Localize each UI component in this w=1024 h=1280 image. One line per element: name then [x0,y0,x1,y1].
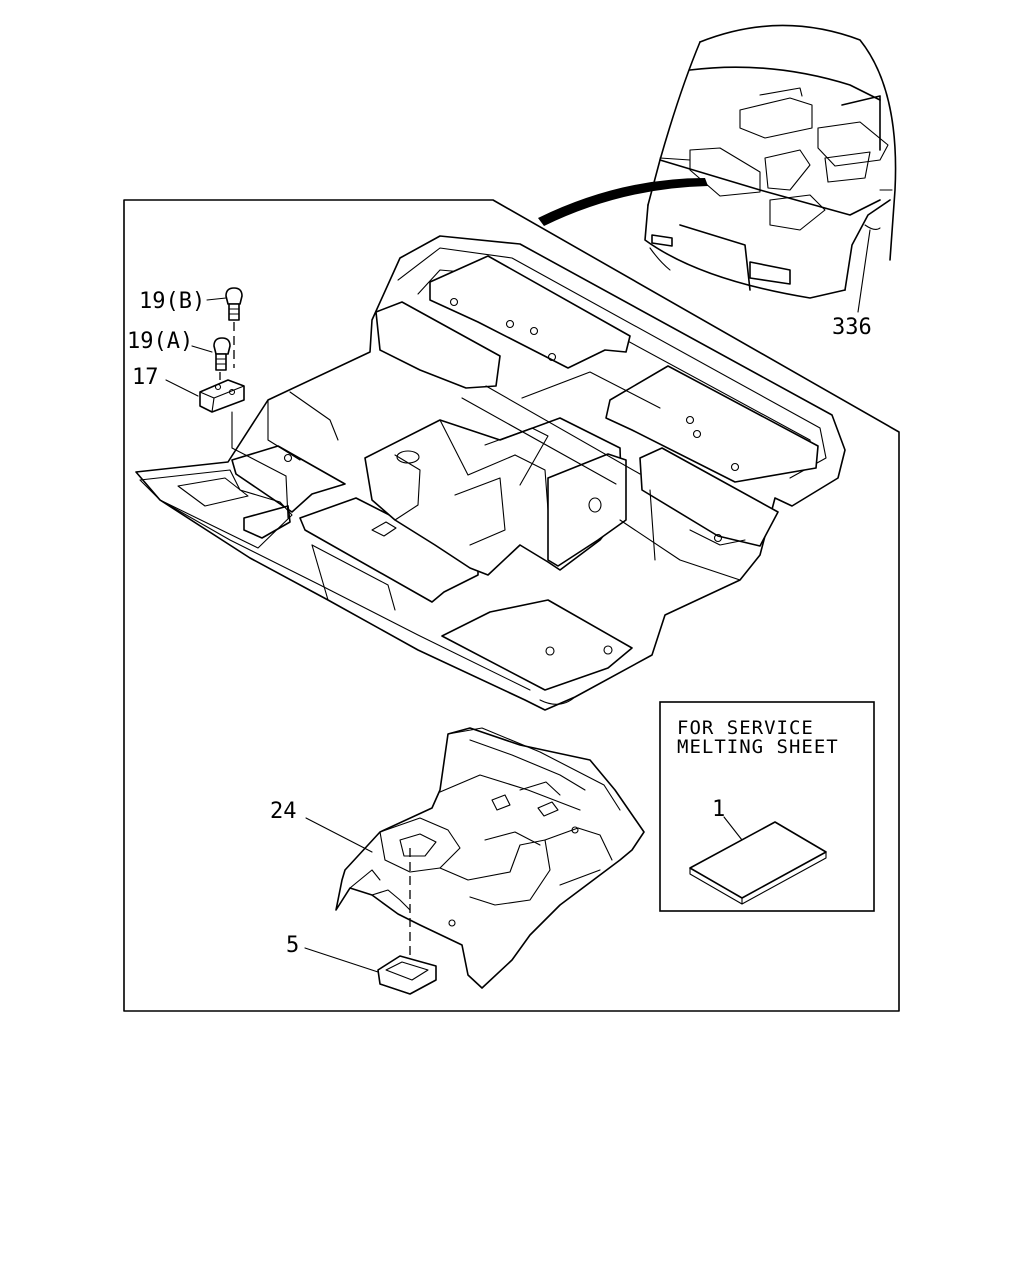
leader-19a [191,345,213,353]
callout-336: 336 [832,315,872,340]
callout-17: 17 [132,365,159,390]
callout-19a: 19(A) [127,329,193,354]
callout-24: 24 [270,799,297,824]
melting-sheet-icon [689,821,827,905]
leader-336 [857,229,871,313]
leader-24 [305,817,373,853]
floor-section-24 [335,727,645,989]
leader-1 [723,816,743,841]
callout-5: 5 [286,933,299,958]
leader-17 [165,379,199,397]
location-arrow [538,178,708,226]
service-box-line2: MELTING SHEET [677,736,839,758]
callout-1: 1 [712,797,725,822]
bolt-19a-icon [213,337,231,371]
service-box [659,701,875,912]
bracket-17-icon [199,379,245,413]
leader-5 [304,947,379,973]
leader-19b [206,297,227,301]
floor-panel [135,235,846,711]
plug-5-icon [377,955,437,995]
service-box-line1: FOR SERVICE [677,717,814,739]
cab-illustration [644,24,897,299]
diagram-frame [123,199,900,1012]
callout-19b: 19(B) [139,289,205,314]
bolt-19b-icon [225,287,243,321]
